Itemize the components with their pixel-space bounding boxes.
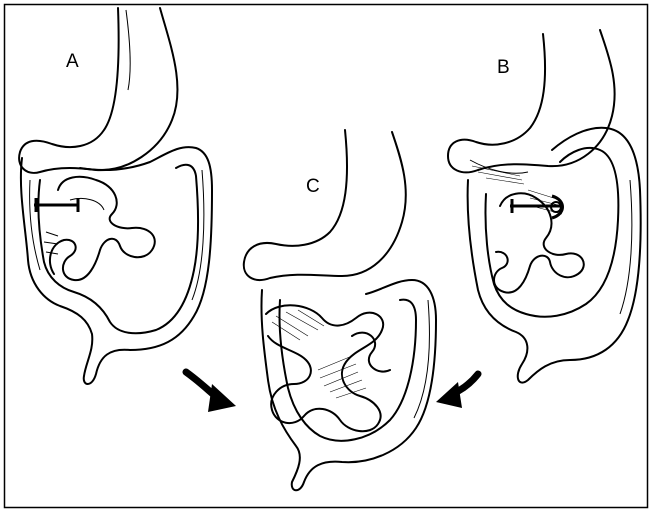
panel-a: A: [19, 8, 212, 384]
colon-b-band: [620, 180, 632, 314]
small-bowel-a: [50, 177, 155, 280]
curved-arrow-icon: [436, 374, 478, 408]
panel-label-a: A: [66, 51, 79, 72]
stomach-a: [19, 8, 177, 173]
small-bowel-b: [494, 193, 584, 292]
panel-label-b: B: [497, 57, 510, 78]
mesentery-b-1: [470, 160, 528, 173]
curved-arrow-icon: [186, 372, 236, 412]
figure-border: [5, 5, 648, 508]
stomach-a-fold: [126, 10, 130, 90]
panel-b: B: [448, 30, 641, 383]
stomach-b: [448, 30, 615, 172]
stomach-c: [244, 130, 406, 280]
panel-c: C: [244, 130, 436, 490]
colon-a-inner: [38, 165, 198, 334]
panel-label-c: C: [306, 176, 320, 197]
